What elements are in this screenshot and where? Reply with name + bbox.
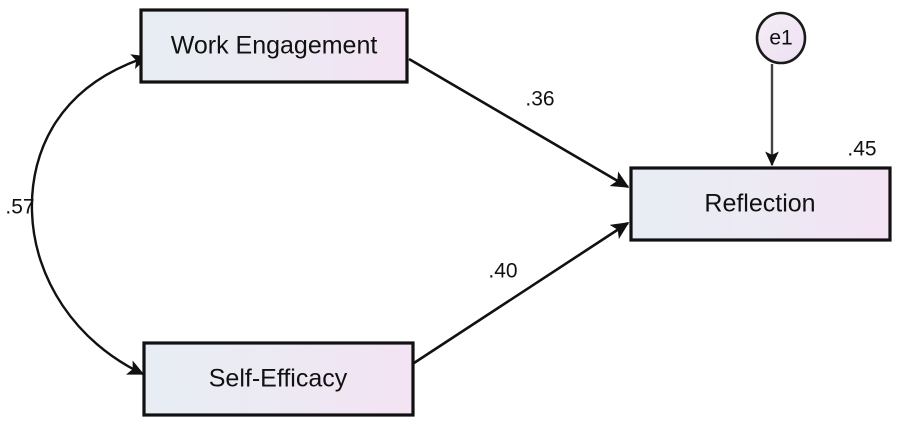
we-to-reflection-path (408, 57, 630, 189)
se-to-reflection-path (413, 221, 630, 365)
node-work-engagement[interactable]: Work Engagement (139, 8, 409, 84)
node-e1[interactable]: e1 (755, 11, 807, 65)
reflection-box (629, 166, 892, 242)
edge-se-to-reflection[interactable]: .40 (413, 221, 630, 365)
edge-weight-se-reflection: .40 (488, 260, 517, 283)
edge-weight-we-reflection: .36 (525, 88, 554, 111)
work-engagement-box (139, 8, 409, 84)
work-engagement-label: Work Engagement (171, 32, 378, 60)
reflection-label: Reflection (704, 190, 815, 218)
covariance-curve-path (30, 54, 149, 376)
self-efficacy-label: Self-Efficacy (209, 365, 348, 393)
self-efficacy-box (142, 341, 415, 417)
e1-label: e1 (769, 27, 792, 50)
edge-we-se-covariance[interactable]: .57 (5, 54, 149, 376)
edge-weight-covariance: .57 (5, 196, 34, 219)
node-reflection[interactable]: Reflection (629, 166, 892, 242)
node-self-efficacy[interactable]: Self-Efficacy (142, 341, 415, 417)
e1-circle (755, 11, 807, 65)
reflection-r-squared-annotation: .45 (847, 138, 876, 161)
edge-we-to-reflection[interactable]: .36 (408, 57, 630, 189)
